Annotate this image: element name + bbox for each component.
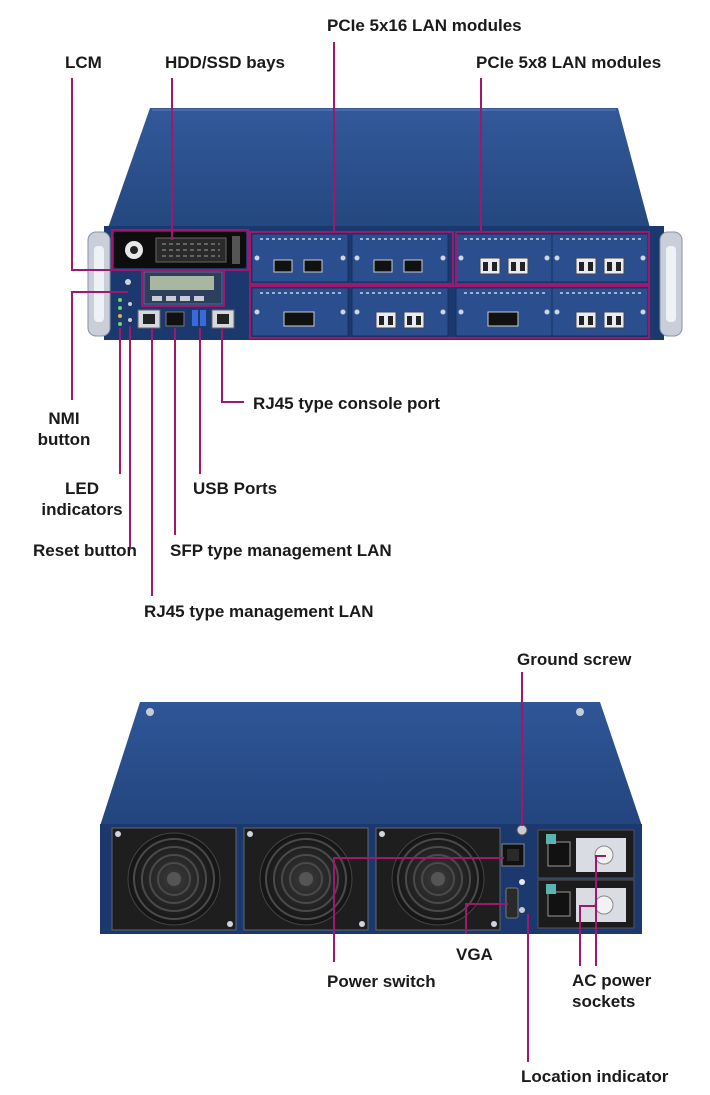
label-lcm: LCM — [65, 53, 102, 72]
hdd-bay — [114, 232, 246, 268]
lan-module — [455, 233, 553, 283]
rear-leader-lines — [333, 672, 606, 1062]
label-nmi-line2: button — [37, 430, 91, 449]
lan-module — [455, 287, 553, 337]
rear-io — [501, 824, 528, 919]
label-reset-button: Reset button — [33, 541, 137, 560]
label-ac-line2: sockets — [572, 992, 636, 1011]
label-vga: VGA — [456, 945, 493, 964]
lan-module — [351, 287, 449, 337]
label-pcie-x8: PCIe 5x8 LAN modules — [476, 53, 662, 72]
highlight-x16-modules — [249, 231, 454, 285]
lan-module — [251, 287, 349, 337]
label-rj45-mgmt-lan: RJ45 type management LAN — [144, 602, 374, 621]
label-usb-ports: USB Ports — [193, 479, 278, 498]
leader-ac-top — [595, 855, 606, 966]
highlight-bottom-modules — [249, 285, 650, 339]
lan-module — [351, 233, 449, 283]
label-led-line2: indicators — [41, 500, 123, 519]
label-console-port: RJ45 type console port — [253, 394, 441, 413]
front-chassis — [87, 108, 683, 340]
highlight-hdd — [111, 229, 249, 271]
label-nmi-line1: NMI — [48, 409, 80, 428]
label-location-indicator: Location indicator — [521, 1067, 669, 1086]
leader-ac-bottom — [579, 905, 596, 966]
label-led-indicators: LED indicators — [34, 478, 130, 520]
leader-nmi — [71, 291, 128, 400]
label-sfp-mgmt-lan: SFP type management LAN — [170, 541, 392, 560]
right-rack-handle — [659, 231, 683, 337]
rear-fans — [111, 827, 501, 931]
lan-module — [251, 233, 349, 283]
lan-module — [551, 233, 649, 283]
label-led-line1: LED — [65, 479, 99, 498]
left-rack-handle — [87, 231, 111, 337]
front-ports — [137, 309, 235, 329]
fan-module — [375, 827, 501, 931]
label-power-switch: Power switch — [327, 972, 436, 991]
fan-module — [243, 827, 369, 931]
highlight-x8-modules — [455, 231, 650, 285]
label-nmi-button: NMI button — [28, 408, 100, 450]
fan-module — [111, 827, 237, 931]
lcm-display — [143, 271, 223, 305]
leader-power-switch — [333, 857, 504, 962]
label-ac-line1: AC power — [572, 971, 652, 990]
leader-console — [221, 328, 244, 403]
label-ac-power-sockets: AC power sockets — [572, 970, 651, 1012]
front-leader-lines — [71, 42, 482, 596]
label-ground-screw: Ground screw — [517, 650, 632, 669]
rear-chassis — [100, 702, 642, 934]
lan-modules — [251, 233, 649, 337]
label-hdd-ssd-bays: HDD/SSD bays — [165, 53, 285, 72]
front-status-indicators — [118, 279, 132, 326]
leader-lcm — [71, 78, 140, 271]
lan-module — [551, 287, 649, 337]
label-pcie-x16: PCIe 5x16 LAN modules — [327, 16, 522, 35]
leader-vga — [465, 903, 508, 934]
